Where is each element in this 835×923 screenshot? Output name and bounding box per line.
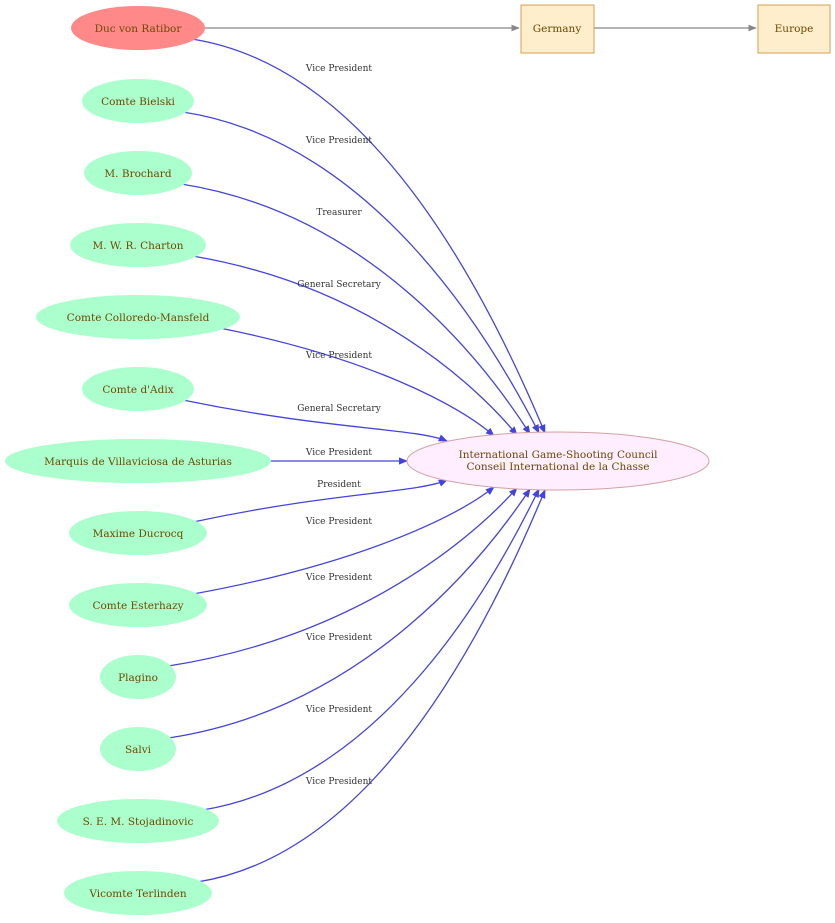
edge-terlinden-council [197,489,546,883]
edge-stojadinovic-council [202,488,540,811]
node-shape-salvi [100,727,176,771]
edge-adix-council [182,399,448,442]
node-label-terlinden: Vicomte Terlinden [88,888,187,900]
node-label-esterhazy: Comte Esterhazy [92,600,183,612]
node-bielski[interactable]: Comte Bielski [82,79,194,123]
node-label-colloredo: Comte Colloredo-Mansfeld [67,312,210,324]
node-stojadinovic[interactable]: S. E. M. Stojadinovic [57,799,219,843]
node-shape-adix [82,367,194,411]
node-shape-terlinden [64,871,212,915]
node-label-villaviciosa: Marquis de Villaviciosa de Asturias [44,456,232,468]
node-colloredo[interactable]: Comte Colloredo-Mansfeld [36,295,240,339]
edge-label-ducrocq: President [317,480,361,490]
node-charton[interactable]: M. W. R. Charton [70,223,206,267]
node-ducrocq[interactable]: Maxime Ducrocq [69,511,207,555]
node-label-europe: Europe [775,23,814,35]
node-salvi[interactable]: Salvi [100,727,176,771]
node-label-germany: Germany [533,23,582,35]
edge-salvi-council [168,488,531,739]
node-shape-stojadinovic [57,799,219,843]
node-esterhazy[interactable]: Comte Esterhazy [69,583,207,627]
node-label-stojadinovic: S. E. M. Stojadinovic [83,816,194,828]
node-shape-ratibor [71,6,205,50]
edge-label-brochard: Treasurer [316,208,362,218]
node-shape-colloredo [36,295,240,339]
edge-colloredo-council [219,327,495,437]
edges-layer [168,24,757,883]
node-shape-europe [757,4,831,54]
council-name-en: International Game-Shooting Council [459,449,658,461]
edge-bielski-council [182,111,540,434]
node-shape-charton [70,223,206,267]
edge-label-villaviciosa: Vice President [305,448,373,458]
node-label-bielski: Comte Bielski [101,96,175,108]
edge-label-bielski: Vice President [305,136,373,146]
edge-label-adix: General Secretary [297,404,381,414]
node-council[interactable]: International Game-Shooting CouncilConse… [406,431,710,491]
node-shape-bielski [82,79,194,123]
edge-label-colloredo: Vice President [305,351,373,361]
node-shape-brochard [84,151,192,195]
edge-label-plagino: Vice President [305,573,373,583]
node-label-brochard: M. Brochard [104,168,171,180]
edge-esterhazy-council [193,486,495,595]
edge-ducrocq-council [193,479,448,523]
node-label-charton: M. W. R. Charton [92,240,183,252]
node-shape-council [406,431,710,491]
edge-ratibor-council [191,38,546,434]
node-europe[interactable]: Europe [757,4,831,54]
edge-plagino-council [168,487,518,667]
node-villaviciosa[interactable]: Marquis de Villaviciosa de Asturias [5,439,271,483]
node-shape-plagino [100,655,176,699]
node-shape-germany [520,4,595,54]
node-plagino[interactable]: Plagino [100,655,176,699]
node-shape-villaviciosa [5,439,271,483]
council-name-fr: Conseil International de la Chasse [466,461,649,473]
node-label-ducrocq: Maxime Ducrocq [93,528,184,540]
edge-label-stojadinovic: Vice President [305,705,373,715]
node-shape-esterhazy [69,583,207,627]
edge-label-ratibor: Vice President [305,64,373,74]
edge-brochard-council [181,183,531,435]
node-adix[interactable]: Comte d'Adix [82,367,194,411]
edge-label-salvi: Vice President [305,633,373,643]
edge-charton-council [192,255,518,436]
node-label-ratibor: Duc von Ratibor [95,23,183,35]
edge-label-charton: General Secretary [297,280,381,290]
node-label-plagino: Plagino [118,672,158,684]
node-ratibor[interactable]: Duc von Ratibor [71,6,205,50]
node-brochard[interactable]: M. Brochard [84,151,192,195]
node-germany[interactable]: Germany [520,4,595,54]
node-shape-ducrocq [69,511,207,555]
node-label-adix: Comte d'Adix [102,384,173,396]
node-label-salvi: Salvi [125,744,152,756]
edge-label-esterhazy: Vice President [305,517,373,527]
node-terlinden[interactable]: Vicomte Terlinden [64,871,212,915]
edge-label-terlinden: Vice President [305,777,373,787]
